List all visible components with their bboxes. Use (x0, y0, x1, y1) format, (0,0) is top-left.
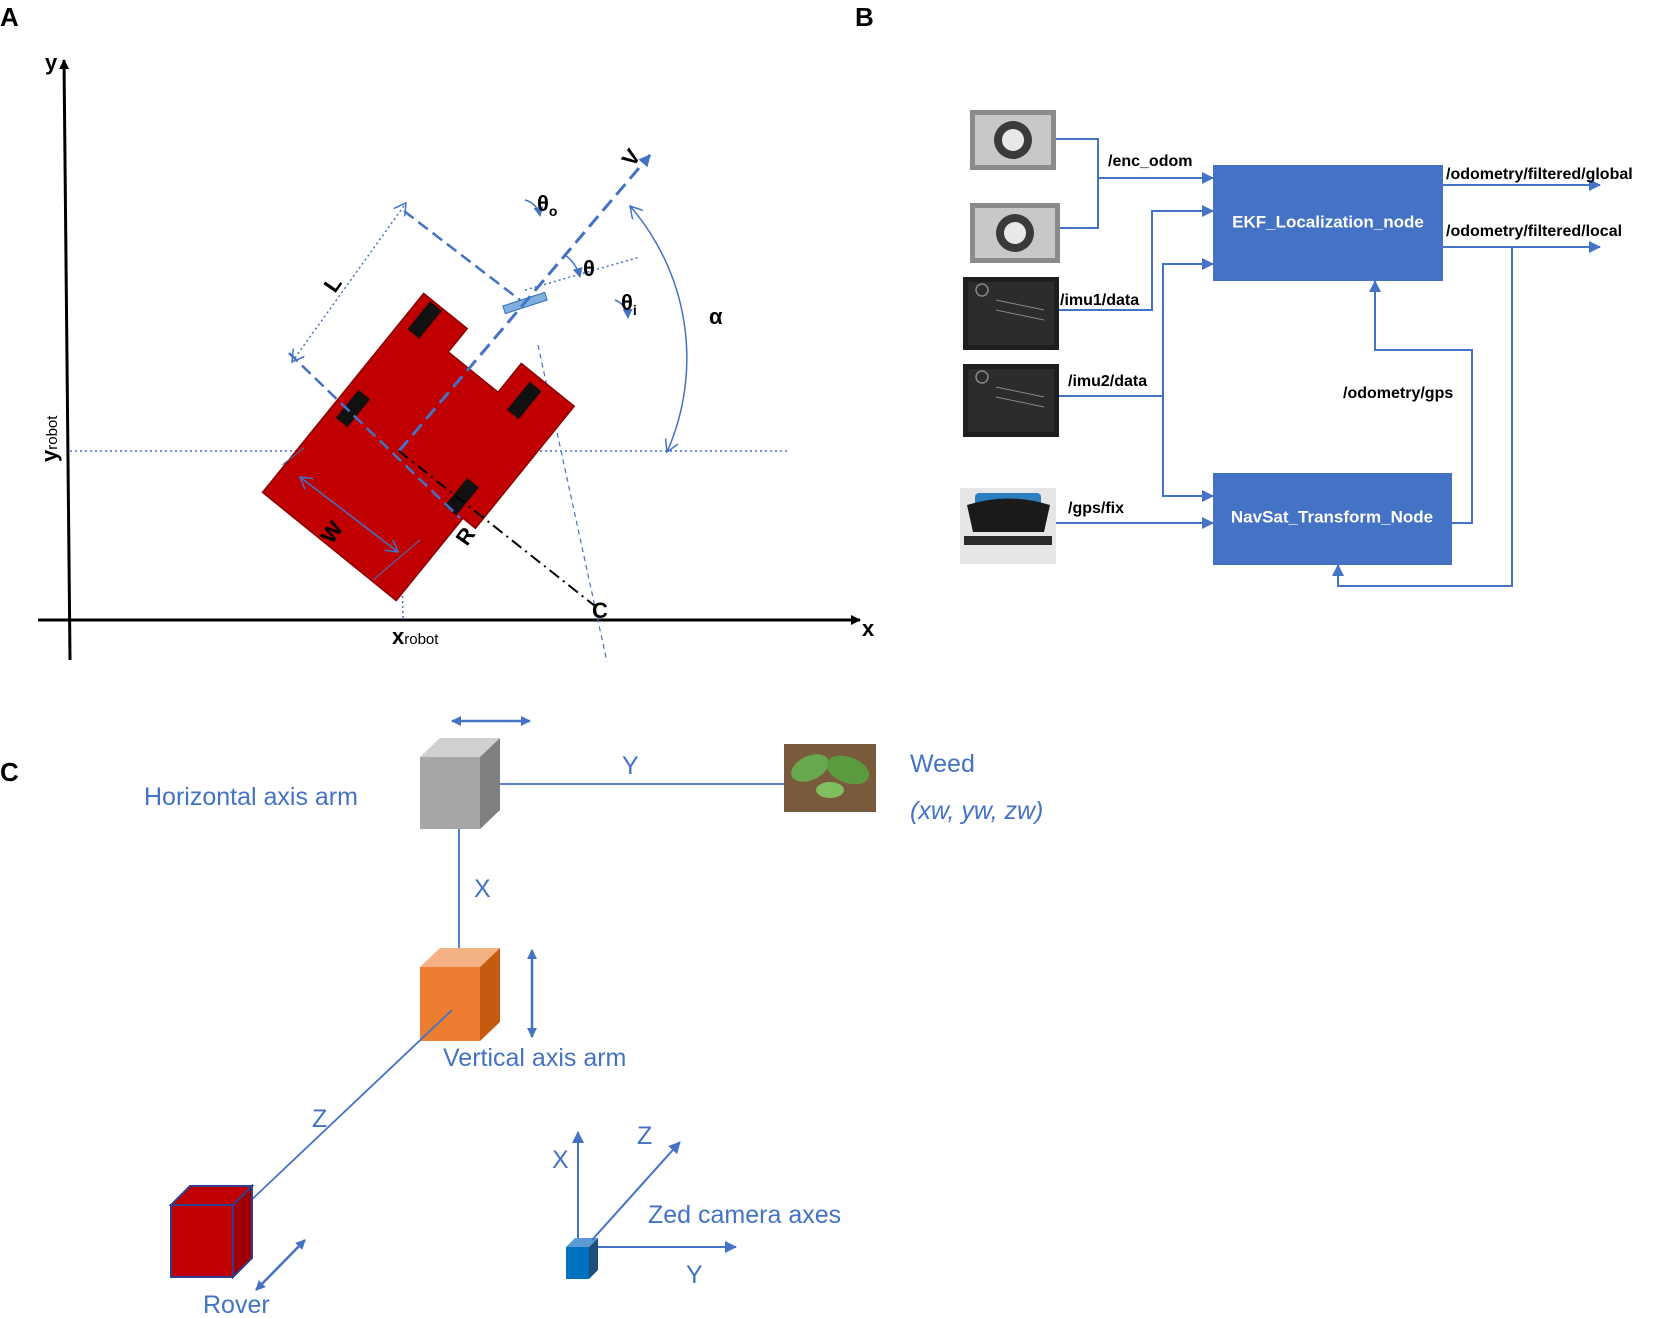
theta-o-sub: o (549, 203, 558, 219)
enc-connector (1056, 138, 1099, 229)
encoder-image-2 (970, 203, 1060, 263)
rover-cube (168, 1183, 255, 1280)
imu1-to-ekf-arrow (1059, 205, 1214, 311)
theta-i-main: θ (621, 290, 633, 315)
filtered-global-label: /odometry/filtered/global (1446, 166, 1633, 183)
navsat-to-ekf-arrow (1369, 280, 1473, 524)
ekf-node-label: EKF_Localization_node (1232, 212, 1424, 231)
alpha-label: α (709, 304, 723, 329)
alpha-arc (630, 206, 688, 452)
radius-line (398, 450, 601, 611)
wheel-rear-left (335, 389, 371, 428)
wheel-front-left (407, 301, 442, 339)
robot-body (261, 292, 576, 602)
wheel-front-right (507, 381, 542, 420)
rover-label: Rover (203, 1291, 270, 1318)
imu-image-2 (963, 364, 1059, 437)
width-ext-2 (372, 539, 421, 581)
arm-z-line (245, 1009, 453, 1206)
navsat-node-label: NavSat_Transform_Node (1231, 507, 1433, 526)
width-dimension (300, 477, 398, 552)
x-axis-label: x (862, 616, 875, 641)
theta-o-label: θo (537, 191, 557, 219)
ekf-localization-node (1213, 165, 1443, 281)
theta-i-arc (614, 299, 633, 319)
y-robot-label: yrobot (37, 415, 62, 462)
imu2-label: /imu2/data (1068, 373, 1147, 390)
x-robot-sub: robot (404, 631, 439, 648)
navsat-transform-node (1213, 473, 1452, 565)
x-robot-main: x (392, 624, 405, 649)
rear-axle-line (288, 352, 461, 519)
imu2-to-navsat-arrow (1162, 396, 1214, 502)
x-robot-label: xrobot (392, 624, 439, 649)
local-to-navsat-arrow (1332, 247, 1513, 587)
theta-o-arc (524, 199, 544, 217)
gps-image (960, 488, 1056, 564)
theta-label: θ (583, 256, 595, 281)
panel-c-label: C (0, 757, 19, 787)
vertical-arm-label: Vertical axis arm (443, 1044, 626, 1072)
panel-a: A y x (0, 2, 875, 663)
theta-o-main: θ (537, 191, 549, 216)
rover-motion-arrow (255, 1239, 306, 1291)
velocity-line (397, 154, 652, 452)
theta-i-sub: i (633, 302, 637, 318)
gps-fix-label: /gps/fix (1068, 500, 1124, 517)
arm-x-label: X (474, 875, 491, 903)
weed-image (784, 744, 876, 812)
y-axis-line (59, 59, 72, 661)
length-label: L (319, 272, 347, 297)
imu-image-1 (963, 277, 1059, 350)
panel-c: C (0, 716, 1043, 1318)
zed-camera-cube (566, 1238, 598, 1279)
weed-label: Weed (910, 750, 975, 778)
icc-label: C (592, 598, 608, 623)
camera-z-axis (591, 1141, 681, 1241)
imu1-label: /imu1/data (1060, 292, 1139, 309)
y-axis-label: y (45, 50, 58, 75)
horizontal-arm-label: Horizontal axis arm (144, 783, 358, 811)
panel-a-label: A (0, 2, 19, 32)
wheel-rear-right (444, 477, 479, 516)
y-robot-sub: robot (44, 415, 61, 450)
encoder-image-1 (970, 110, 1056, 170)
horizontal-arm-cube (420, 738, 500, 829)
weed-coordinates: (xw, yw, zw) (910, 797, 1043, 825)
camera-y-label: Y (686, 1261, 703, 1289)
y-robot-main: y (37, 449, 62, 462)
enc-odom-label: /enc_odom (1108, 153, 1192, 170)
odom-gps-label: /odometry/gps (1343, 385, 1453, 402)
width-ext-1 (281, 447, 305, 466)
camera-z-label: Z (637, 1122, 652, 1150)
camera-x-label: X (552, 1146, 569, 1174)
theta-arc (564, 254, 583, 278)
zed-camera-label: Zed camera axes (648, 1201, 841, 1229)
front-axle-line (403, 210, 521, 301)
velocity-label: V (617, 144, 646, 171)
panel-b-label: B (855, 2, 874, 32)
theta-i-label: θi (621, 290, 637, 318)
arm-y-label: Y (622, 752, 639, 780)
vertical-arm-cube (420, 948, 500, 1041)
arm-z-label: Z (312, 1105, 327, 1133)
panel-b: B (855, 2, 1633, 587)
imu2-to-ekf-arrow (1059, 258, 1214, 397)
filtered-local-label: /odometry/filtered/local (1446, 223, 1622, 240)
